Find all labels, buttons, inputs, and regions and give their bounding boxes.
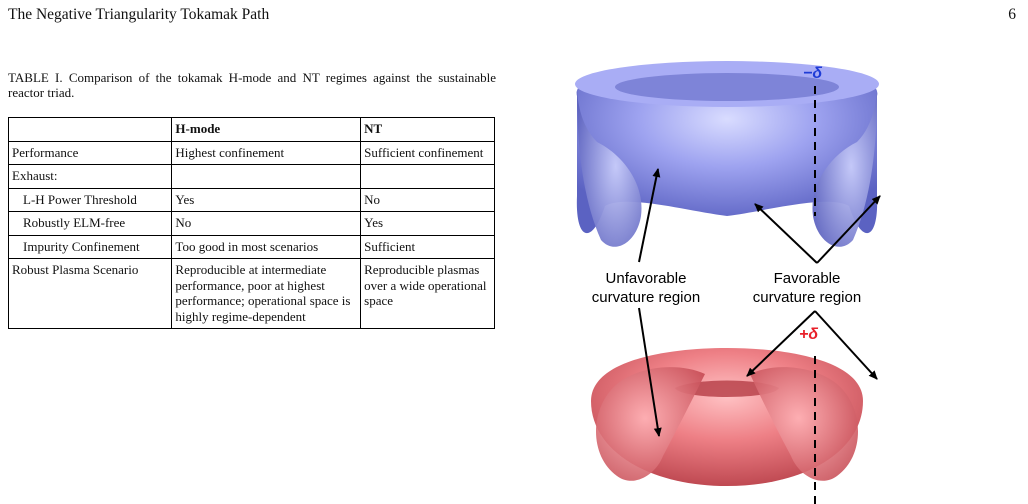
column-header-hmode: H-mode — [171, 117, 362, 142]
running-header-title: The Negative Triangularity Tokamak Path — [8, 6, 270, 23]
row-label-cell: Robust Plasma Scenario — [7, 258, 173, 329]
unfavorable-label-line2: curvature region — [592, 289, 700, 306]
nt-cell: Yes — [360, 211, 495, 236]
nt-cell — [360, 164, 495, 189]
hmode-cell: Reproducible at intermediate performance… — [171, 258, 362, 329]
nt-cell: No — [360, 187, 495, 212]
favorable-label-line2: curvature region — [753, 289, 861, 306]
table-caption: TABLE I. Comparison of the tokamak H-mod… — [8, 70, 496, 100]
hmode-cell: No — [171, 211, 362, 236]
row-label-cell: Impurity Confinement — [7, 234, 173, 259]
negative-delta-label: −δ — [803, 65, 822, 82]
row-label-cell: Performance — [7, 140, 173, 165]
nt-cell: Sufficient confinement — [360, 140, 495, 165]
favorable-arrow-top-left — [754, 203, 818, 264]
row-label-cell: Robustly ELM-free — [7, 211, 173, 236]
table-row: Exhaust: — [7, 164, 495, 189]
nt-cell: Reproducible plasmas over a wide operati… — [360, 258, 495, 329]
unfavorable-arrow-down — [638, 307, 662, 437]
favorable-label-line1: Favorable — [774, 270, 841, 287]
positive-delta-label: +δ — [799, 326, 818, 343]
positive-triangularity-torus — [591, 348, 863, 486]
favorable-arrow-top-right — [816, 195, 881, 264]
hmode-cell: Yes — [171, 187, 362, 212]
hmode-cell: Too good in most scenarios — [171, 234, 362, 259]
favorable-arrow-bottom-right — [814, 310, 878, 380]
unfavorable-arrow-up — [638, 168, 661, 263]
nt-cell: Sufficient — [360, 234, 495, 259]
row-label-cell: Exhaust: — [7, 164, 173, 189]
table-header-row: H-mode NT — [7, 117, 495, 142]
hmode-cell — [171, 164, 362, 189]
column-header-nt: NT — [360, 117, 495, 142]
unfavorable-label-line1: Unfavorable — [606, 270, 687, 287]
column-header-empty — [7, 117, 173, 142]
row-label-cell: L-H Power Threshold — [7, 187, 173, 212]
tokamak-figure: −δ +δ Unfavorable curvature region Favor… — [575, 61, 881, 504]
page-number: 6 — [1008, 6, 1016, 23]
negative-triangularity-torus — [575, 61, 879, 247]
hmode-cell: Highest confinement — [171, 140, 362, 165]
favorable-arrow-bottom-left — [746, 310, 816, 377]
